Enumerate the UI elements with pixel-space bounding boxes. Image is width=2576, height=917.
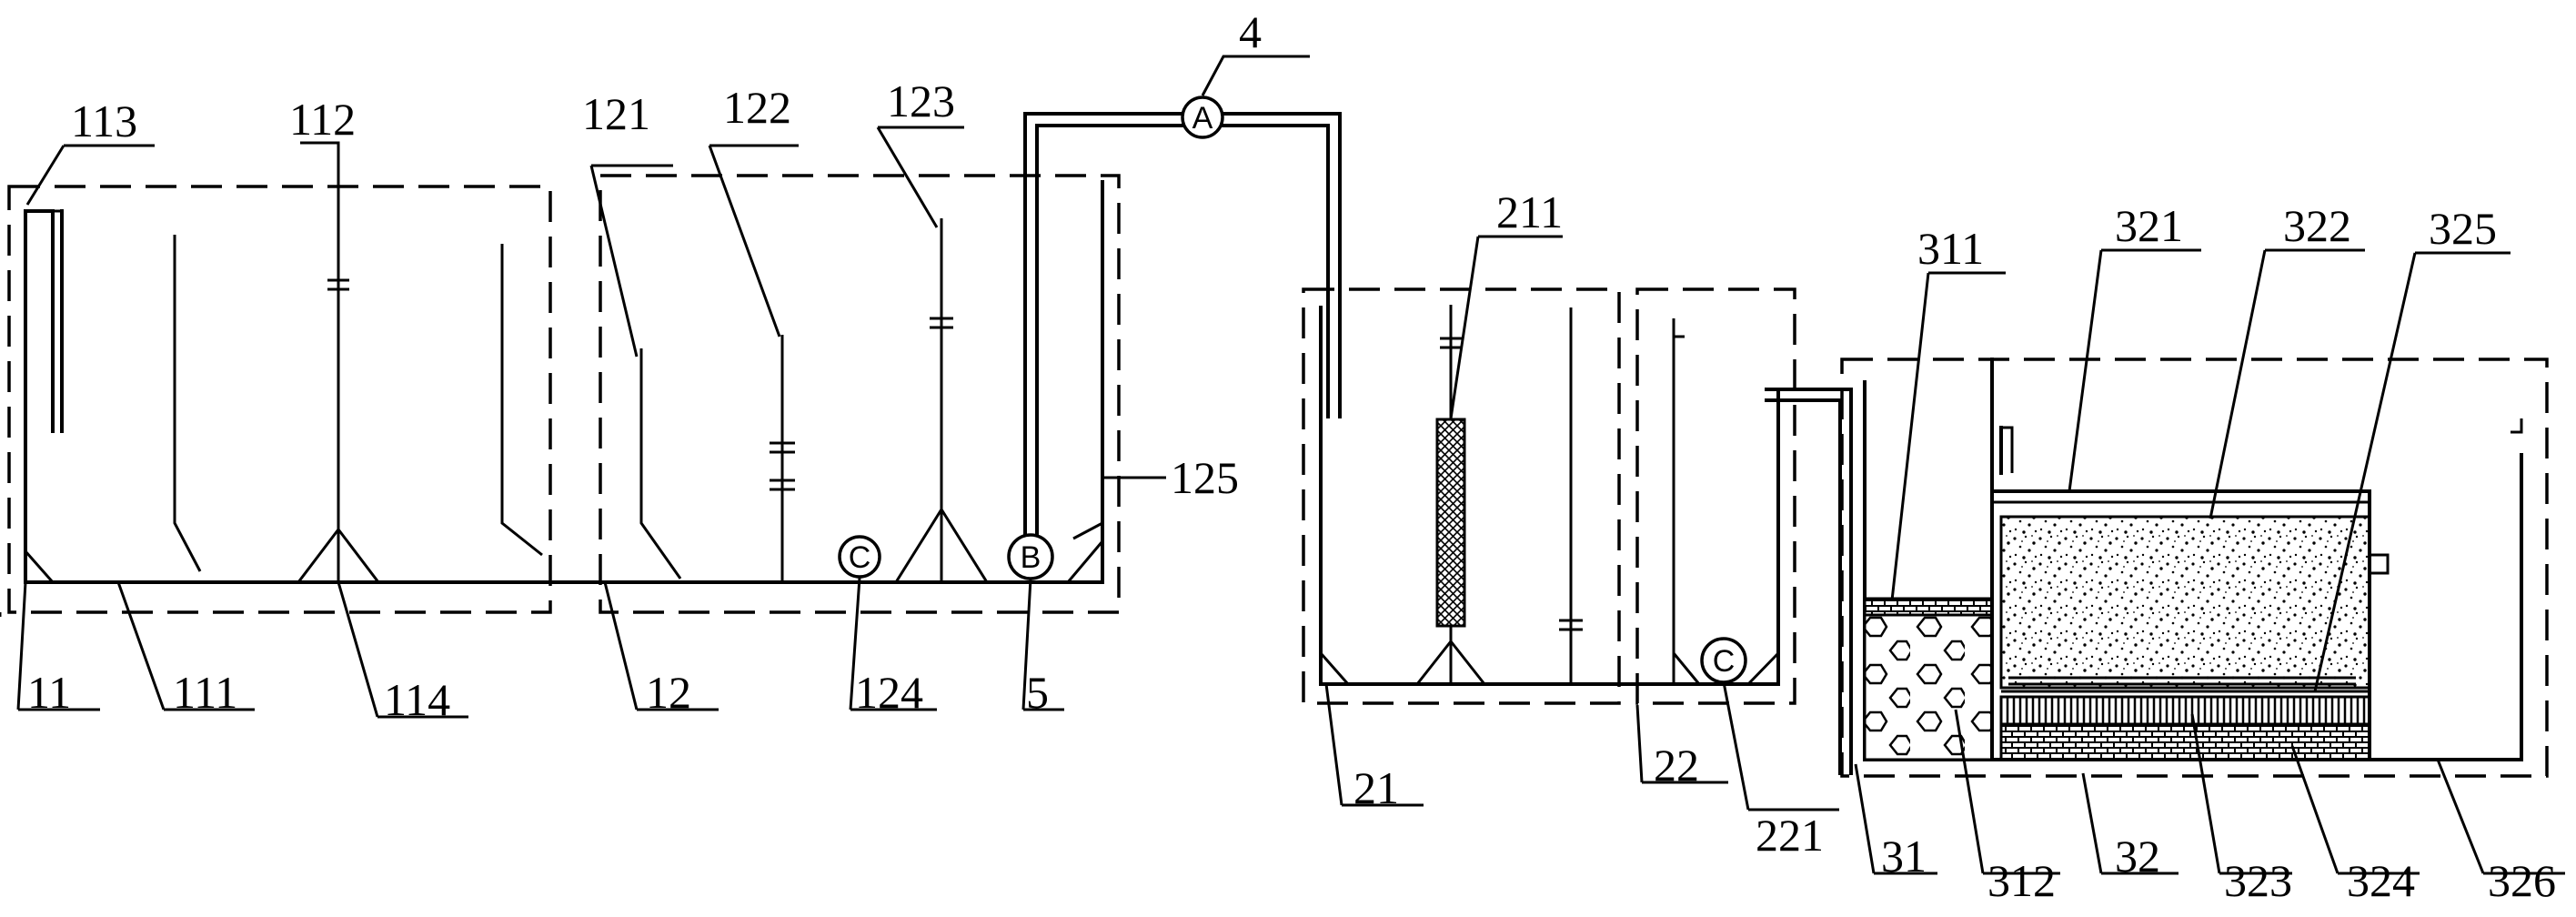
label-125: 125 (1171, 452, 1239, 503)
tank-21-walls (1319, 306, 1635, 686)
media-312 (1863, 613, 1994, 761)
pump-b-label: B (1021, 540, 1041, 575)
label-121: 121 (582, 88, 650, 139)
tank-21-boundary (1302, 287, 1621, 705)
label-11: 11 (27, 667, 71, 718)
valve-c-221[interactable]: C (1700, 637, 1747, 684)
baffle-121 (639, 348, 682, 579)
label-322: 322 (2283, 200, 2351, 251)
label-22: 22 (1654, 740, 1699, 791)
label-323: 323 (2224, 855, 2292, 906)
tank-22-walls (1631, 388, 1780, 686)
corner-fillet-12 (1072, 521, 1103, 540)
tank-21 (1302, 287, 1635, 705)
outlet-326 (2370, 553, 2390, 575)
aerator-112 (297, 255, 380, 583)
label-32: 32 (2115, 831, 2160, 882)
pump-a-label: A (1192, 101, 1213, 136)
label-312: 312 (1987, 855, 2056, 906)
label-111: 111 (173, 667, 237, 718)
label-12: 12 (646, 667, 691, 718)
label-122: 122 (723, 82, 791, 133)
tank-22: C (1631, 287, 1853, 775)
corner-fillet (24, 550, 55, 583)
plate-311 (1863, 597, 1994, 617)
valve-c-124[interactable]: C (838, 535, 881, 579)
tank-12-boundary (599, 174, 1121, 614)
drain-line (2008, 676, 2356, 686)
soil-322 (1999, 515, 2371, 690)
label-311: 311 (1917, 223, 1984, 274)
label-326: 326 (2488, 855, 2556, 906)
diffuser-21 (1559, 307, 1583, 684)
label-113: 113 (71, 96, 137, 146)
tank-11-boundary (7, 185, 552, 614)
label-211: 211 (1496, 186, 1563, 237)
corner-fillets-22 (1672, 651, 1780, 686)
label-31: 31 (1881, 831, 1927, 882)
divider-31-32 (1990, 358, 2003, 761)
corner-fillet-21 (1319, 652, 1350, 685)
overflow-pipe-22 (1765, 388, 1853, 775)
outlet-pipe-32 (2511, 418, 2523, 434)
tank-11 (7, 185, 598, 614)
label-5: 5 (1026, 667, 1049, 718)
inlet-pipe-113 (25, 209, 64, 433)
pipe-321-top (2001, 426, 2014, 473)
corner-fillet-12b (1066, 540, 1104, 583)
valve-c-221-label: C (1713, 644, 1736, 679)
valve-c-124-label: C (849, 540, 871, 575)
unit-3-boundary (1840, 358, 2549, 778)
pump-b[interactable]: B (1007, 533, 1054, 580)
unit-3 (1840, 358, 2549, 778)
label-321: 321 (2115, 200, 2183, 251)
diffuser-122 (770, 335, 795, 582)
tank-11-walls (24, 209, 598, 584)
layer-324 (1999, 722, 2371, 761)
chamber-31 (1863, 597, 1994, 761)
leader-lines (0, 55, 2565, 875)
baffle-2 (500, 244, 543, 557)
label-123: 123 (887, 76, 955, 126)
label-324: 324 (2347, 855, 2415, 906)
tank-22-boundary (1635, 287, 1796, 705)
label-4: 4 (1239, 6, 1262, 57)
aerator-123 (894, 218, 989, 583)
label-21: 21 (1353, 762, 1399, 813)
label-325: 325 (2429, 203, 2497, 254)
tank-12-walls (594, 180, 1104, 584)
tank-12: A B C (594, 96, 1342, 614)
layer-323 (1999, 695, 2371, 726)
pump-a[interactable]: A (1181, 96, 1224, 139)
filler-211 (1415, 305, 1486, 685)
inlet-22 (1672, 318, 1685, 338)
label-112: 112 (289, 94, 356, 145)
baffle-1 (173, 235, 202, 572)
chamber-32 (1990, 418, 2523, 761)
part-labels: 4 113 112 121 122 123 211 311 321 322 32… (27, 6, 2556, 906)
label-221: 221 (1756, 810, 1824, 861)
label-124: 124 (855, 667, 923, 718)
label-114: 114 (384, 674, 450, 725)
